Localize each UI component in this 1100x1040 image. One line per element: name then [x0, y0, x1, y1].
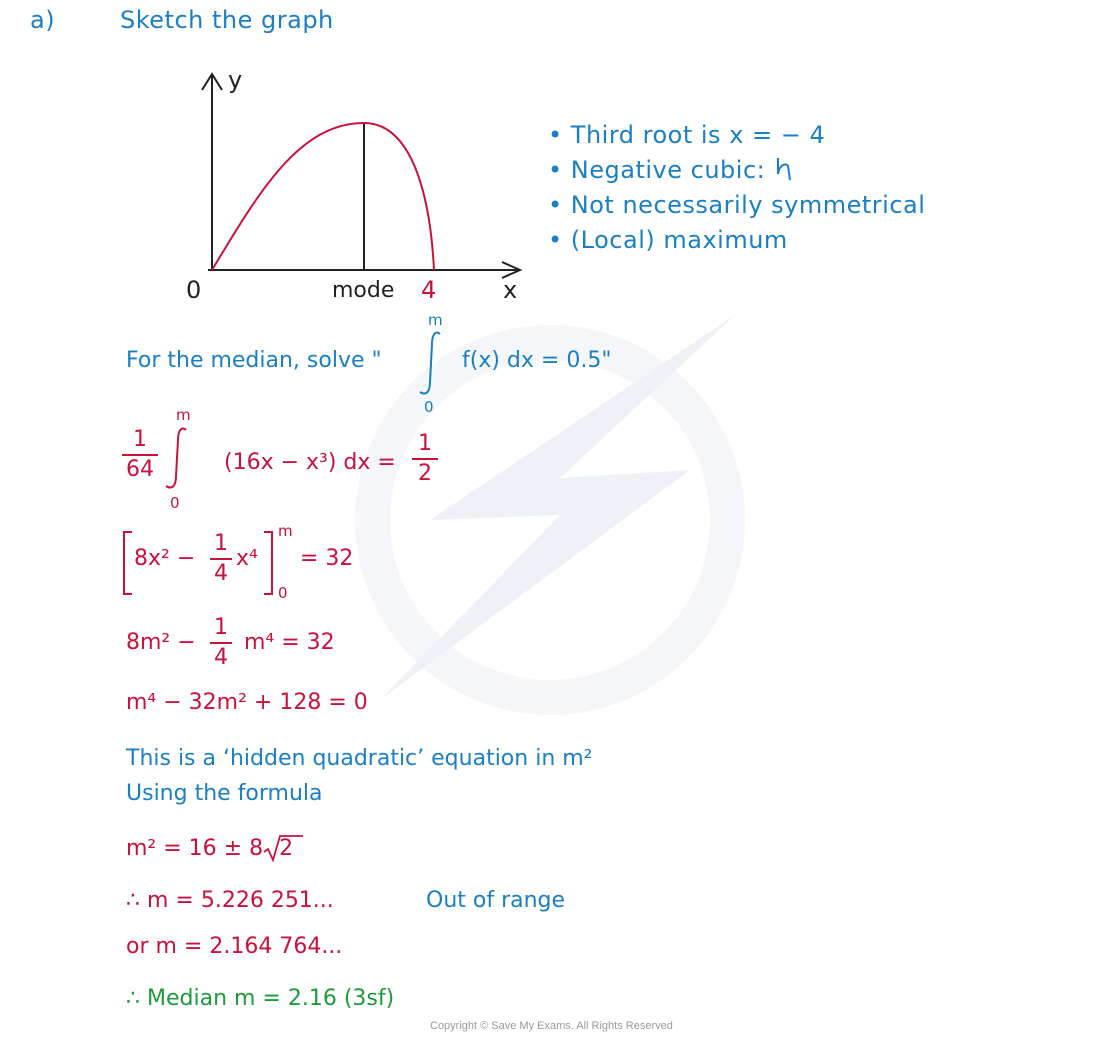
square-root: 2 — [263, 835, 304, 863]
step3-term2: m⁴ = 32 — [244, 630, 335, 655]
bullet-item: • (Local) maximum — [548, 226, 788, 254]
x-axis-label: x — [503, 276, 518, 304]
step2-lower-limit: 0 — [278, 584, 288, 602]
step2-term1: 8x² − — [134, 546, 196, 571]
copyright-notice: Copyright © Save My Exams. All Rights Re… — [430, 1020, 673, 1032]
out-of-range-note: Out of range — [426, 888, 566, 913]
fraction-denominator: 4 — [214, 561, 228, 586]
step6: ∴ m = 5.226 251... — [126, 888, 334, 913]
origin-label: 0 — [186, 276, 202, 304]
fraction-denominator: 64 — [126, 457, 154, 482]
note-hidden-quadratic: This is a ‘hidden quadratic’ equation in… — [126, 746, 593, 771]
fraction-numerator: 1 — [418, 431, 432, 456]
pdf-curve — [211, 121, 435, 271]
median-intro-prefix: For the median, solve " — [126, 348, 382, 373]
negative-cubic-shape-icon — [777, 158, 792, 181]
median-upper-limit: m — [428, 311, 443, 329]
step3-fraction: 1 4 — [210, 616, 232, 670]
y-axis-label: y — [228, 66, 243, 94]
note-using-formula: Using the formula — [126, 781, 323, 806]
fraction-numerator: 1 — [214, 531, 228, 556]
bullet-text: Negative cubic: — [570, 156, 766, 184]
bullet-text: Not necessarily symmetrical — [570, 191, 926, 219]
step1-lower-limit: 0 — [170, 494, 180, 512]
median-intro-integrand: f(x) dx = 0.5" — [462, 348, 612, 373]
step1-integrand: (16x − x³) dx = — [224, 450, 396, 475]
final-answer: ∴ Median m = 2.16 (3sf) — [126, 986, 395, 1011]
step2-upper-limit: m — [278, 522, 293, 540]
step4: m⁴ − 32m² + 128 = 0 — [126, 690, 368, 715]
step3-term1: 8m² − — [126, 630, 196, 655]
fraction-numerator: 1 — [133, 427, 147, 452]
median-lower-limit: 0 — [424, 398, 434, 416]
bullet-item: • Negative cubic: — [548, 156, 795, 184]
fraction-denominator: 4 — [214, 645, 228, 670]
step5: m² = 16 ± 8 2 — [126, 835, 304, 863]
radicand: 2 — [279, 836, 294, 861]
step2-rhs: = 32 — [300, 546, 354, 571]
step1-coefficient: 1 64 — [122, 428, 158, 482]
step2-fraction: 1 4 — [210, 532, 232, 586]
step1-upper-limit: m — [176, 406, 191, 424]
x-axis-arrow — [501, 261, 523, 279]
bullet-item: • Not necessarily symmetrical — [548, 191, 926, 219]
step2-term2: x⁴ — [236, 546, 258, 571]
fraction-numerator: 1 — [214, 615, 228, 640]
bullet-item: • Third root is x = − 4 — [548, 121, 826, 149]
part-label: a) — [30, 6, 56, 34]
fraction-denominator: 2 — [418, 461, 432, 486]
bullet-text: (Local) maximum — [570, 226, 788, 254]
step1-rhs: 1 2 — [412, 432, 438, 486]
instruction: Sketch the graph — [120, 6, 334, 34]
mode-label: mode — [332, 278, 395, 303]
y-axis-arrow — [201, 72, 223, 91]
step5-lhs: m² = 16 ± 8 — [126, 836, 264, 861]
root-label: 4 — [421, 276, 437, 304]
bullet-text: Third root is x = − 4 — [570, 121, 826, 149]
step7: or m = 2.164 764... — [126, 934, 343, 959]
